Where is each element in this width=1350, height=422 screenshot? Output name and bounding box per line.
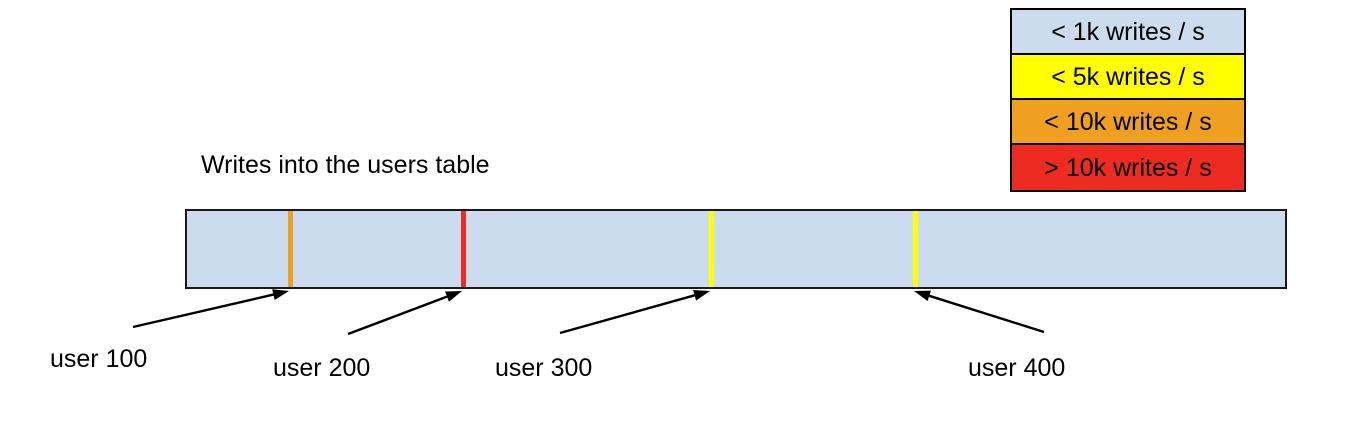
arrow-user-400 bbox=[914, 290, 1045, 334]
legend-row-1: < 5k writes / s bbox=[1012, 55, 1244, 100]
users-table-bar[interactable] bbox=[185, 209, 1287, 289]
legend-row-3: > 10k writes / s bbox=[1012, 145, 1244, 190]
legend-row-0: < 1k writes / s bbox=[1012, 10, 1244, 55]
stripe-user-100[interactable] bbox=[288, 211, 293, 287]
annotation-label-user-300: user 300 bbox=[495, 354, 593, 382]
arrow-user-100 bbox=[132, 289, 289, 329]
arrow-user-300 bbox=[559, 290, 710, 335]
stripe-user-300[interactable] bbox=[709, 211, 714, 287]
bar-base-fill bbox=[187, 211, 1285, 287]
legend-row-2: < 10k writes / s bbox=[1012, 100, 1244, 145]
legend: < 1k writes / s < 5k writes / s < 10k writ… bbox=[1010, 8, 1246, 192]
page-title: Writes into the users table bbox=[201, 151, 490, 179]
stripe-user-200[interactable] bbox=[461, 211, 466, 287]
stripe-user-400[interactable] bbox=[913, 211, 918, 287]
legend-label-1: < 5k writes / s bbox=[1051, 62, 1205, 91]
legend-label-3: > 10k writes / s bbox=[1044, 153, 1212, 182]
annotation-label-user-400: user 400 bbox=[968, 354, 1066, 382]
legend-label-0: < 1k writes / s bbox=[1051, 17, 1205, 46]
annotation-label-user-200: user 200 bbox=[273, 354, 371, 382]
arrow-user-200 bbox=[347, 291, 462, 336]
annotation-label-user-100: user 100 bbox=[50, 345, 148, 373]
legend-label-2: < 10k writes / s bbox=[1044, 107, 1212, 136]
